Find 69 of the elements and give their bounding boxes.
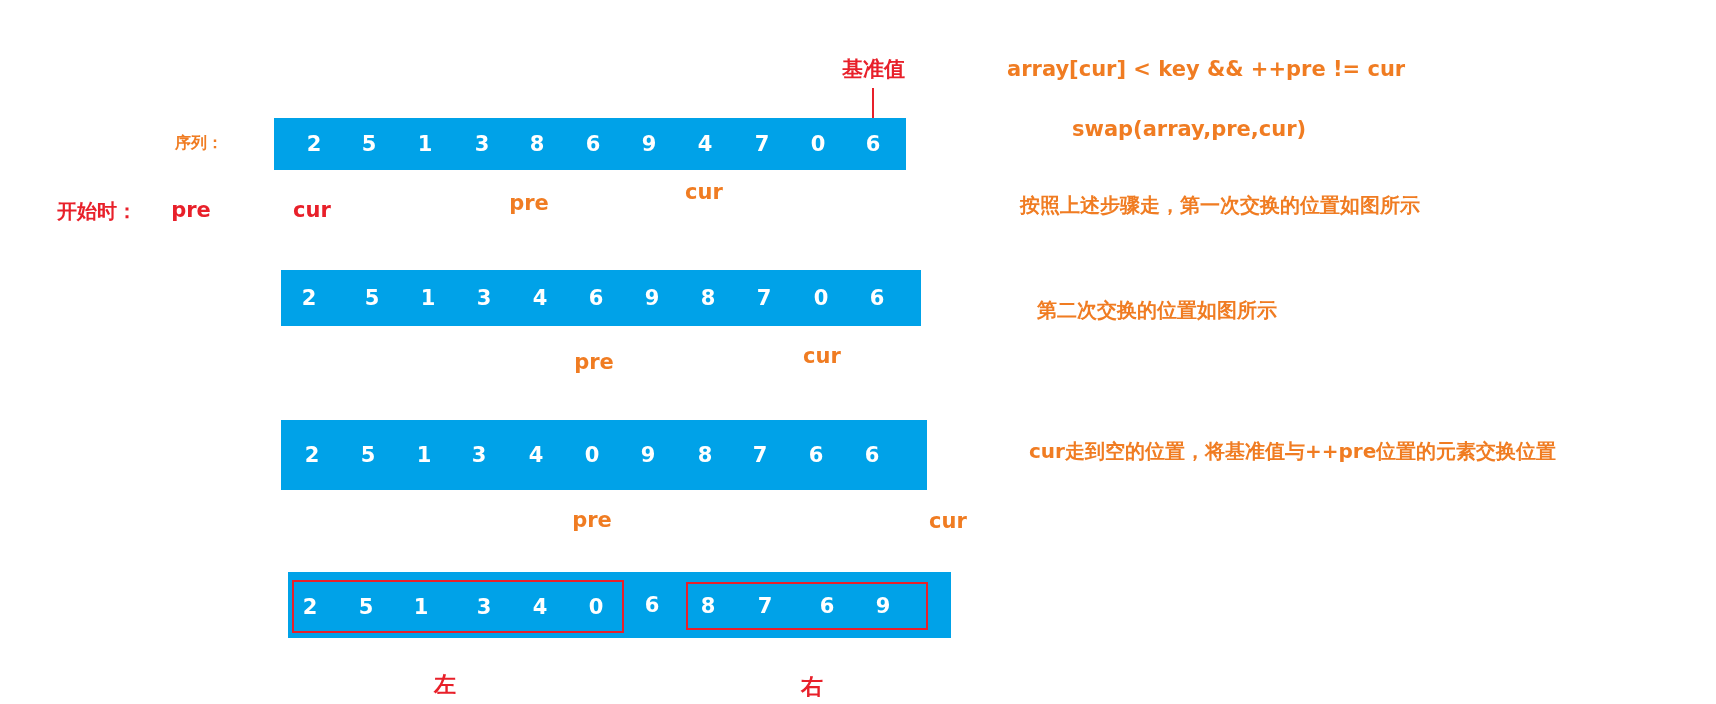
array-value: 6: [869, 286, 885, 310]
array-value: 7: [756, 286, 772, 310]
array-value: 6: [644, 593, 660, 617]
array-bar: [274, 118, 906, 170]
array-bar: [281, 420, 927, 490]
array-value: 8: [529, 132, 545, 156]
array-value: 3: [474, 132, 490, 156]
array-value: 3: [471, 443, 487, 467]
pointer-label: pre: [509, 191, 549, 215]
array-value: 4: [697, 132, 713, 156]
array-value: 6: [865, 132, 881, 156]
leader-line: [872, 87, 874, 119]
array-value: 1: [417, 132, 433, 156]
highlight-box: [292, 580, 624, 633]
array-value: 3: [476, 594, 492, 619]
array-value: 8: [700, 286, 716, 310]
array-bar: [288, 572, 951, 638]
array-value: 4: [532, 286, 548, 310]
array-value: 8: [700, 594, 716, 618]
array-value: 7: [754, 132, 770, 156]
row-label: 序列：: [175, 132, 223, 154]
array-value: 9: [641, 132, 657, 156]
condition-text: array[cur] < key && ++pre != cur: [1007, 57, 1406, 81]
pointer-label: cur: [685, 180, 723, 204]
row-label: 开始时：: [57, 197, 137, 225]
array-value: 6: [588, 286, 604, 310]
pointer-label: pre: [574, 350, 614, 374]
array-value: 5: [364, 286, 380, 310]
array-value: 5: [360, 443, 376, 467]
pivot-label: 基准值: [841, 55, 905, 83]
array-value: 3: [476, 286, 492, 310]
array-value: 1: [413, 594, 429, 619]
array-value: 5: [358, 594, 374, 619]
array-value: 6: [585, 132, 601, 156]
array-value: 0: [813, 286, 829, 310]
step-note: 第二次交换的位置如图所示: [1037, 296, 1277, 324]
step-note: 按照上述步骤走，第一次交换的位置如图所示: [1020, 191, 1420, 219]
array-value: 0: [810, 132, 826, 156]
array-value: 0: [584, 443, 600, 467]
array-value: 0: [588, 594, 604, 619]
array-value: 1: [416, 443, 432, 467]
array-value: 1: [420, 286, 436, 310]
pointer-label: cur: [293, 198, 331, 222]
pointer-label: pre: [572, 508, 612, 532]
array-value: 9: [875, 594, 891, 618]
array-value: 8: [697, 443, 713, 467]
array-value: 5: [361, 132, 377, 156]
array-value: 2: [301, 286, 317, 310]
array-value: 9: [644, 286, 660, 310]
array-value: 7: [757, 594, 773, 618]
code-text: swap(array,pre,cur): [1072, 117, 1307, 141]
pointer-label: pre: [171, 198, 211, 222]
array-value: 2: [306, 132, 322, 156]
highlight-box: [686, 582, 928, 630]
partition-label: 左: [434, 671, 456, 699]
array-value: 6: [819, 594, 835, 618]
array-value: 2: [302, 594, 318, 619]
partition-label: 右: [801, 673, 823, 701]
array-value: 4: [528, 443, 544, 467]
array-value: 6: [864, 443, 880, 467]
pointer-label: cur: [803, 344, 841, 368]
array-value: 4: [532, 594, 548, 619]
array-value: 7: [752, 443, 768, 467]
array-value: 9: [640, 443, 656, 467]
step-note: cur走到空的位置，将基准值与++pre位置的元素交换位置: [1029, 437, 1557, 465]
array-bar: [281, 270, 921, 326]
array-value: 6: [808, 443, 824, 467]
pointer-label: cur: [929, 509, 967, 533]
array-value: 2: [304, 443, 320, 467]
